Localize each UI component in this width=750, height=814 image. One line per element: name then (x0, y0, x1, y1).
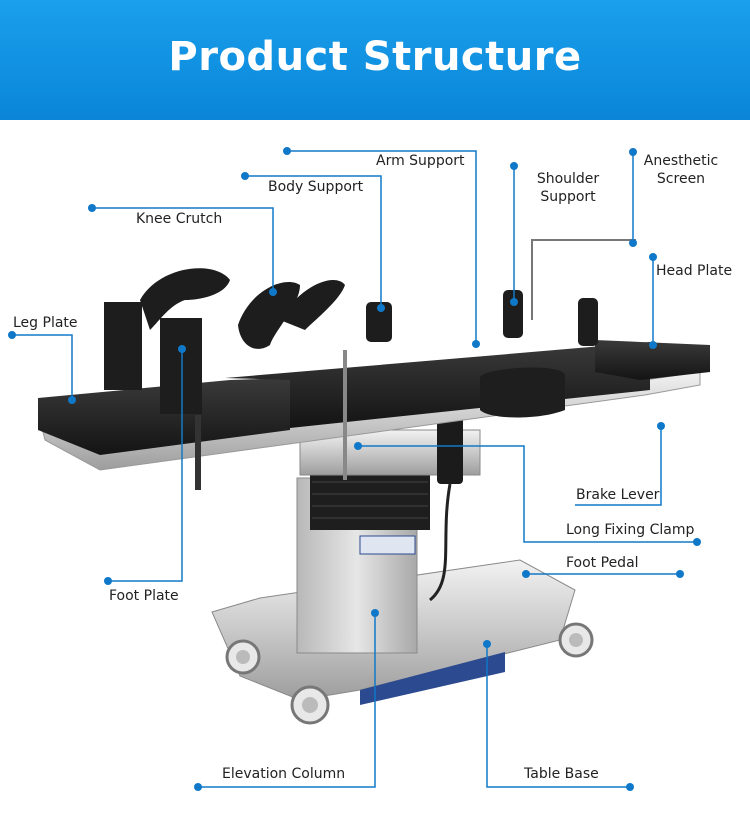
table-top-shape (38, 340, 710, 455)
arm-support-label: Arm Support (376, 153, 465, 169)
elevation-column-label: Elevation Column (222, 766, 346, 782)
body-support-label: Body Support (268, 179, 364, 195)
knee-crutch-shape (104, 268, 345, 490)
anesthetic-screen-label: Anesthetic Screen (643, 153, 719, 187)
knee-crutch-label: Knee Crutch (136, 211, 223, 227)
head-plate-label: Head Plate (656, 263, 733, 279)
foot-plate-label: Foot Plate (109, 588, 179, 604)
foot-pedal-label: Foot Pedal (566, 555, 639, 571)
brake-lever-label: Brake Lever (576, 487, 660, 503)
anesthetic-screen-shape (531, 239, 636, 320)
header-banner: Product Structure (0, 0, 750, 120)
page-title: Product Structure (168, 34, 582, 80)
long-fixing-clamp-label: Long Fixing Clamp (566, 522, 695, 538)
table-base-label: Table Base (524, 766, 599, 782)
hand-controller-shape (437, 412, 463, 484)
leg-plate-label: Leg Plate (13, 315, 78, 331)
shoulder-support-label: Shoulder Support (536, 171, 600, 205)
